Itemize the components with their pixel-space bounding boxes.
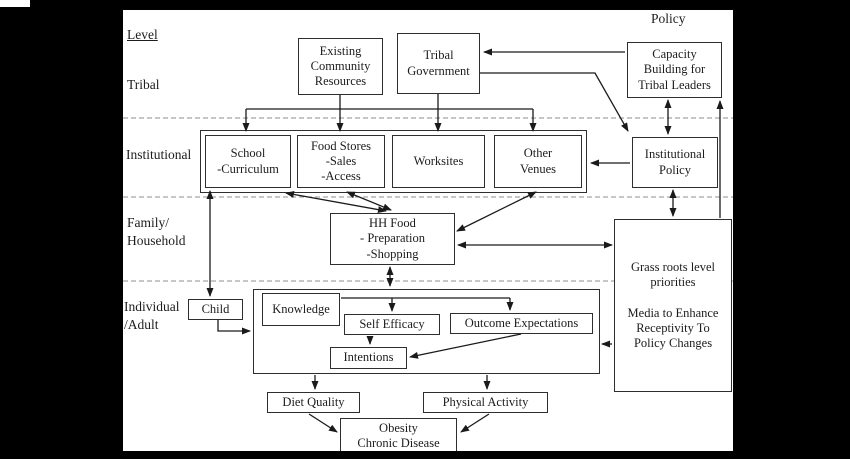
edge-child-to-individual	[217, 320, 251, 335]
diagram-canvas: Level Tribal Institutional Family/ House…	[123, 10, 733, 451]
school-box: School -Curriculum	[205, 135, 291, 188]
obesity-chronic-disease-box: Obesity Chronic Disease	[340, 418, 457, 451]
worksites-box: Worksites	[392, 135, 485, 188]
knowledge-box: Knowledge	[262, 293, 340, 326]
label-individual-adult: Individual /Adult	[124, 299, 180, 332]
label-institutional: Institutional	[126, 147, 192, 162]
edge-diet-quality-to-obesity	[308, 413, 338, 433]
label-policy: Policy	[651, 11, 686, 26]
label-level: Level	[127, 27, 158, 42]
child-box: Child	[188, 299, 243, 320]
edge-tribal-gov-to-institutional-policy	[480, 72, 629, 132]
other-venues-box: Other Venues	[494, 135, 582, 188]
outcome-expectations-box: Outcome Expectations	[450, 313, 593, 334]
edge-school-hh-food-link	[285, 190, 387, 214]
edge-physical-activity-to-obesity	[460, 413, 490, 433]
existing-community-resources-box: Existing Community Resources	[298, 38, 383, 95]
intentions-box: Intentions	[330, 347, 407, 369]
label-family-household: Family/ Household	[127, 215, 186, 248]
hh-food-box: HH Food - Preparation -Shopping	[330, 213, 455, 265]
frame-notch	[0, 0, 30, 7]
tribal-government-box: Tribal Government	[397, 33, 480, 94]
food-stores-box: Food Stores -Sales -Access	[297, 135, 385, 188]
edge-food-stores-hh-food-link	[346, 191, 392, 211]
grass-roots-media-box: Grass roots level priorities Media to En…	[614, 219, 732, 392]
capacity-building-box: Capacity Building for Tribal Leaders	[627, 42, 722, 98]
physical-activity-box: Physical Activity	[423, 392, 548, 413]
edge-other-venues-hh-food-link	[456, 191, 537, 232]
label-tribal: Tribal	[127, 77, 160, 92]
self-efficacy-box: Self Efficacy	[344, 314, 440, 335]
diet-quality-box: Diet Quality	[267, 392, 360, 413]
institutional-policy-box: Institutional Policy	[632, 137, 718, 188]
